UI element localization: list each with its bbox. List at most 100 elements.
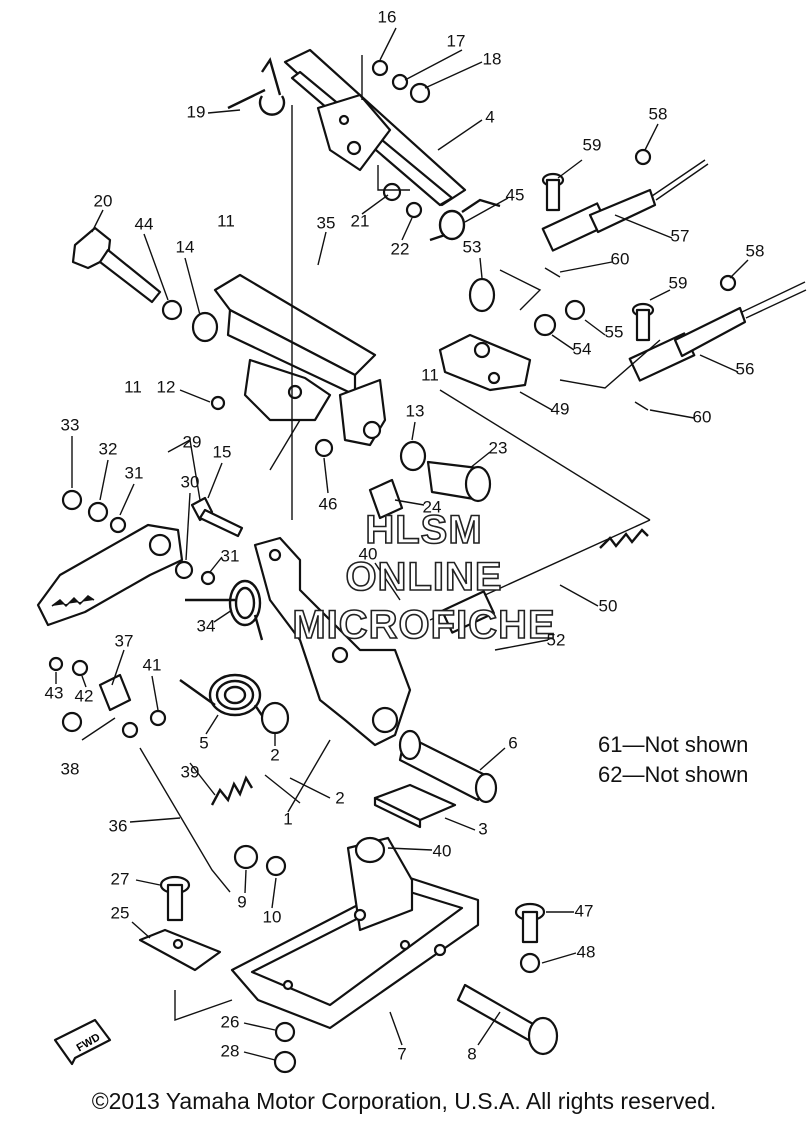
callout-number: 22 <box>391 239 410 258</box>
return-spring <box>179 673 266 721</box>
nuts-washers <box>48 59 737 1074</box>
callout-number: 4 <box>485 107 494 126</box>
callout-number: 43 <box>45 683 64 702</box>
callout-number: 11 <box>421 365 439 384</box>
callout-number: 29 <box>183 432 202 451</box>
callout-number: 33 <box>61 415 80 434</box>
reference-lines <box>81 55 661 1021</box>
leader-lines <box>55 27 749 1061</box>
collar-13 <box>399 440 427 472</box>
callout-number: 3 <box>478 819 487 838</box>
callout-number: 49 <box>551 399 570 418</box>
bolt-27 <box>159 875 191 922</box>
callout-number: 59 <box>583 135 602 154</box>
callout-number: 60 <box>693 407 712 426</box>
callout-number: 34 <box>197 616 216 635</box>
callout-number: 18 <box>483 49 502 68</box>
callout-number: 21 <box>351 211 370 230</box>
callout-number: 36 <box>109 816 128 835</box>
callout-number: 40 <box>433 841 452 860</box>
spring-19 <box>227 57 286 116</box>
callout-number: 57 <box>671 226 690 245</box>
callout-number: 31 <box>125 463 144 482</box>
rod-36 <box>139 747 231 893</box>
bolt-23 <box>426 460 492 503</box>
cable-bracket <box>438 333 532 392</box>
callout-number: 11 <box>217 211 235 230</box>
callout-number: 28 <box>221 1041 240 1060</box>
callout-number: 50 <box>599 596 618 615</box>
callout-number: 2 <box>270 745 279 764</box>
callout-number: 7 <box>397 1044 406 1063</box>
watermark-line: MICROFICHE <box>292 603 555 647</box>
block-24 <box>368 478 404 520</box>
callout-number: 45 <box>506 185 525 204</box>
callout-number: 10 <box>263 907 282 926</box>
bracket-25 <box>138 928 222 972</box>
bushing-6 <box>398 729 498 804</box>
note-not-shown-61: 61—Not shown <box>598 732 749 757</box>
callout-number: 44 <box>135 214 154 233</box>
callout-number: 6 <box>508 733 517 752</box>
callout-number: 37 <box>115 631 134 650</box>
callout-number: 58 <box>649 104 668 123</box>
bolt-59 <box>541 172 565 212</box>
callout-number: 39 <box>181 762 200 781</box>
bushing-2 <box>260 701 290 735</box>
watermark-line: HLSM <box>365 508 482 552</box>
callout-number: 23 <box>489 438 508 457</box>
callout-number: 20 <box>94 191 113 210</box>
callout-number: 5 <box>199 733 208 752</box>
fwd-arrow: FWD <box>53 1018 112 1066</box>
callout-number: 56 <box>736 359 755 378</box>
callout-number: 47 <box>575 901 594 920</box>
callout-number: 8 <box>467 1044 476 1063</box>
bushing-40 <box>354 836 386 864</box>
clevis-37 <box>98 673 132 712</box>
callout-number: 54 <box>573 339 592 358</box>
callout-number: 32 <box>99 439 118 458</box>
callout-number: 16 <box>378 7 397 26</box>
callout-number: 40 <box>359 544 378 563</box>
watermark-line: ONLINE <box>345 555 502 599</box>
cable-57 <box>541 159 709 252</box>
callout-number: 41 <box>143 655 162 674</box>
collar-53 <box>468 277 496 313</box>
callout-number: 52 <box>547 630 566 649</box>
torsion-spring <box>185 579 264 641</box>
callout-number: 35 <box>317 213 336 232</box>
pad-3 <box>373 783 457 829</box>
callout-number: 46 <box>319 494 338 513</box>
callout-number: 27 <box>111 869 130 888</box>
callout-number: 48 <box>577 942 596 961</box>
callout-number: 1 <box>283 809 292 828</box>
callout-number: 9 <box>237 892 246 911</box>
main-bracket <box>213 273 387 447</box>
cable-56 <box>628 281 807 382</box>
lever-arm <box>36 523 184 627</box>
callout-number: 24 <box>423 497 442 516</box>
bolt-15 <box>190 496 244 538</box>
copyright-notice: ©2013 Yamaha Motor Corporation, U.S.A. A… <box>91 1088 717 1114</box>
rod <box>429 519 651 634</box>
pedal-arm <box>253 536 412 747</box>
coil-spring-39 <box>210 775 254 806</box>
callout-number: 19 <box>187 102 206 121</box>
callout-number: 60 <box>611 249 630 268</box>
pedal-plate <box>283 48 467 207</box>
callout-number: 38 <box>61 759 80 778</box>
bolt-47 <box>514 902 546 944</box>
bolt-59b <box>631 302 655 342</box>
callout-number: 2 <box>335 788 344 807</box>
callout-number: 59 <box>669 273 688 292</box>
callout-number: 30 <box>181 472 200 491</box>
callout-number: 58 <box>746 241 765 260</box>
callout-number: 53 <box>463 237 482 256</box>
callout-number: 55 <box>605 322 624 341</box>
callout-number: 11 <box>124 377 142 396</box>
callout-number: 25 <box>111 903 130 922</box>
note-not-shown-62: 62—Not shown <box>598 762 749 787</box>
callout-number: 42 <box>75 686 94 705</box>
